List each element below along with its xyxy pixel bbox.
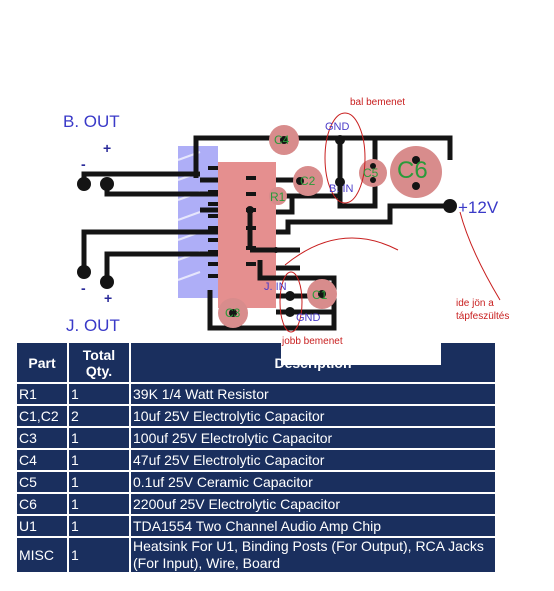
cell-part: C5 [17, 472, 67, 492]
j-out-label: J. OUT [66, 316, 120, 335]
cell-part: U1 [17, 516, 67, 536]
table-row: C5 1 0.1uf 25V Ceramic Capacitor [17, 472, 495, 492]
c6-label: C6 [397, 157, 428, 184]
cell-qty: 1 [69, 538, 129, 572]
cell-part: C3 [17, 428, 67, 448]
cell-qty: 1 [69, 428, 129, 448]
j-out-plus: + [104, 290, 113, 306]
plus-12v-label: +12V [458, 198, 499, 217]
cell-part: MISC [17, 538, 67, 572]
jobb-bemenet-note: jobb bemenet [282, 336, 343, 347]
c2-label: C2 [300, 174, 316, 188]
cell-desc: TDA1554 Two Channel Audio Amp Chip [131, 516, 495, 536]
c3-label: C3 [225, 306, 241, 320]
component-pads [218, 125, 442, 328]
description-header-overlay [281, 342, 441, 365]
cell-desc: 10uf 25V Electrolytic Capacitor [131, 406, 495, 426]
note-line-1: ide jön a [456, 298, 494, 309]
table-row: MISC 1 Heatsink For U1, Binding Posts (F… [17, 538, 495, 572]
c5-label: C5 [363, 166, 379, 180]
b-out-label: B. OUT [63, 112, 120, 131]
cell-part: C6 [17, 494, 67, 514]
cell-qty: 1 [69, 494, 129, 514]
parts-table: Part Total Qty. Description R1 1 39K 1/4… [15, 341, 497, 574]
cell-desc: Heatsink For U1, Binding Posts (For Outp… [131, 538, 495, 572]
cell-part: R1 [17, 384, 67, 404]
table-row: C1,C2 2 10uf 25V Electrolytic Capacitor [17, 406, 495, 426]
cell-qty: 1 [69, 516, 129, 536]
cell-desc: 2200uf 25V Electrolytic Capacitor [131, 494, 495, 514]
c4-label: C4 [274, 133, 290, 147]
table-row: C6 1 2200uf 25V Electrolytic Capacitor [17, 494, 495, 514]
cell-part: C4 [17, 450, 67, 470]
table-row: R1 1 39K 1/4 Watt Resistor [17, 384, 495, 404]
terminals [77, 135, 457, 317]
b-in-label: B. IN [329, 183, 354, 195]
bal-bemenet-note: bal bemenet [350, 97, 406, 108]
table-row: C4 1 47uf 25V Electrolytic Capacitor [17, 450, 495, 470]
b-out-minus: - [81, 156, 86, 172]
cell-desc: 0.1uf 25V Ceramic Capacitor [131, 472, 495, 492]
cell-desc: 39K 1/4 Watt Resistor [131, 384, 495, 404]
cell-part: C1,C2 [17, 406, 67, 426]
r1-label: R1 [270, 190, 286, 204]
cell-qty: 1 [69, 450, 129, 470]
j-in-label: J. IN [264, 281, 287, 293]
cell-desc: 100uf 25V Electrolytic Capacitor [131, 428, 495, 448]
table-row: U1 1 TDA1554 Two Channel Audio Amp Chip [17, 516, 495, 536]
cell-desc: 47uf 25V Electrolytic Capacitor [131, 450, 495, 470]
chip-pins [208, 166, 256, 278]
gnd-top-label: GND [325, 121, 350, 133]
b-out-plus: + [103, 140, 112, 156]
annotations [279, 112, 501, 333]
chip-u1 [218, 162, 276, 308]
cell-qty: 1 [69, 384, 129, 404]
header-part: Part [17, 343, 67, 382]
j-out-minus: - [81, 280, 86, 296]
gnd-bottom-label: GND [296, 312, 321, 324]
c1-label: C1 [312, 288, 328, 302]
note-line-2: tápfeszültés [456, 311, 510, 322]
cell-qty: 1 [69, 472, 129, 492]
table-row: C3 1 100uf 25V Electrolytic Capacitor [17, 428, 495, 448]
cell-qty: 2 [69, 406, 129, 426]
header-qty: Total Qty. [69, 343, 129, 382]
